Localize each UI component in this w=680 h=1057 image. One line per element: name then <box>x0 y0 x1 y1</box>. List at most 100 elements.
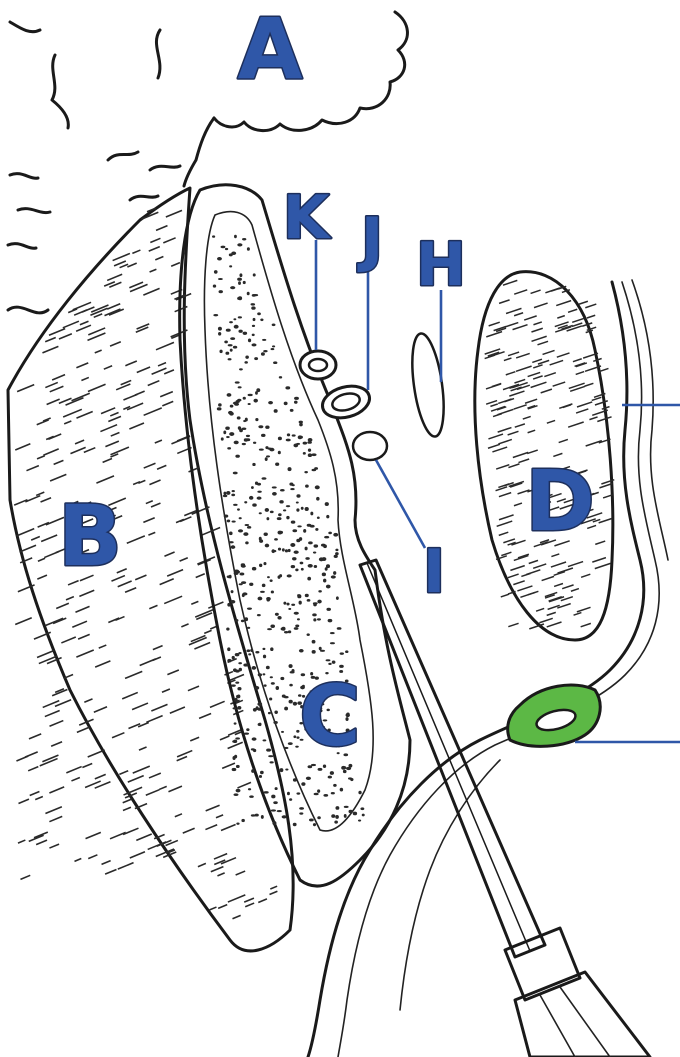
hatch-stroke <box>149 773 161 778</box>
stipple-dot <box>227 603 230 607</box>
stipple-dot <box>230 337 235 340</box>
stipple-dot <box>292 434 296 436</box>
hatch-stroke <box>30 792 40 796</box>
stipple-dot <box>280 489 285 492</box>
stipple-dot <box>294 401 298 404</box>
stipple-dot <box>305 557 309 560</box>
hatch-stroke <box>50 721 64 727</box>
stipple-dot <box>266 455 270 457</box>
stipple-dot <box>285 768 288 770</box>
hatch-stroke <box>536 608 544 611</box>
stipple-dot <box>243 397 246 400</box>
stipple-dot <box>287 792 290 796</box>
stipple-dot <box>237 508 240 510</box>
hatch-stroke <box>63 321 79 328</box>
stipple-dot <box>297 594 301 598</box>
stipple-dot <box>263 350 267 352</box>
vessel-j <box>319 381 373 422</box>
stipple-dot <box>217 257 222 261</box>
hatch-stroke <box>44 552 59 558</box>
stipple-dot <box>248 394 253 396</box>
stipple-dot <box>281 627 284 630</box>
stipple-dot <box>235 737 240 739</box>
hatch-stroke <box>41 535 57 542</box>
stipple-dot <box>270 624 275 627</box>
hatch-stroke <box>542 576 554 580</box>
stipple-dot <box>242 592 247 595</box>
hatch-stroke <box>132 703 148 710</box>
hatch-stroke <box>562 585 573 589</box>
hatch-stroke <box>132 250 140 253</box>
stipple-dot <box>244 617 248 621</box>
label-b: B <box>58 487 122 585</box>
stipple-dot <box>263 673 266 675</box>
stipple-dot <box>333 533 338 537</box>
hatch-stroke <box>164 370 174 374</box>
stipple-dot <box>296 792 300 794</box>
stipple-dot <box>257 614 261 616</box>
hatch-stroke <box>149 480 160 485</box>
hatch-stroke <box>488 444 500 448</box>
hatch-stroke <box>528 372 541 376</box>
hatch-stroke <box>45 807 61 814</box>
hatch-stroke <box>544 373 555 377</box>
stipple-dot <box>267 576 270 578</box>
stipple-dot <box>243 532 248 536</box>
stipple-dot <box>273 361 277 364</box>
stipple-dot <box>280 768 284 772</box>
label-j: J <box>357 205 383 275</box>
stipple-dot <box>326 564 330 568</box>
stipple-dot <box>264 791 269 793</box>
stipple-dot <box>290 409 294 412</box>
hatch-stroke <box>96 476 114 483</box>
hatch-stroke <box>64 421 71 424</box>
stipple-dot <box>278 548 281 551</box>
structure-b-hatching <box>14 208 277 919</box>
hatch-stroke <box>20 545 37 552</box>
stipple-dot <box>262 339 266 341</box>
stipple-dot <box>335 806 339 810</box>
hatch-stroke <box>72 621 87 627</box>
hatch-stroke <box>156 342 174 349</box>
stipple-dot <box>248 788 251 790</box>
hatch-stroke <box>579 301 588 304</box>
hatch-stroke <box>105 869 116 874</box>
nerve-i <box>353 432 387 460</box>
stipple-dot <box>217 407 222 410</box>
hatch-stroke <box>99 645 107 648</box>
hatch-stroke <box>533 564 546 568</box>
hatch-stroke <box>119 771 128 775</box>
stipple-dot <box>238 426 241 430</box>
hatch-stroke <box>508 574 519 578</box>
stipple-dot <box>314 467 318 470</box>
stipple-dot <box>284 696 289 699</box>
stipple-dot <box>270 676 273 678</box>
stipple-dot <box>234 235 237 238</box>
stipple-dot <box>299 812 303 814</box>
stipple-dot <box>326 659 331 661</box>
hatch-stroke <box>42 346 58 353</box>
stipple-dot <box>284 402 288 406</box>
stipple-dot <box>284 707 288 711</box>
stipple-dot <box>249 583 253 586</box>
stipple-dot <box>344 814 347 818</box>
stipple-dot <box>267 628 272 630</box>
stipple-dot <box>258 425 263 428</box>
hatch-stroke <box>514 379 525 383</box>
stipple-dot <box>313 544 318 547</box>
hatch-stroke <box>45 382 57 387</box>
stipple-dot <box>236 789 241 793</box>
hatch-stroke <box>506 308 521 313</box>
hatch-stroke <box>497 521 513 526</box>
hatch-stroke <box>572 318 584 322</box>
stipple-dot <box>317 517 320 520</box>
hatch-stroke <box>88 750 105 757</box>
hatch-stroke <box>104 366 112 369</box>
stipple-dot <box>247 526 251 529</box>
stipple-dot <box>328 663 331 665</box>
stipple-dot <box>331 814 335 818</box>
hatch-stroke <box>150 269 157 272</box>
stipple-dot <box>282 548 285 551</box>
hatch-stroke <box>144 463 156 468</box>
hatch-stroke <box>538 341 549 345</box>
